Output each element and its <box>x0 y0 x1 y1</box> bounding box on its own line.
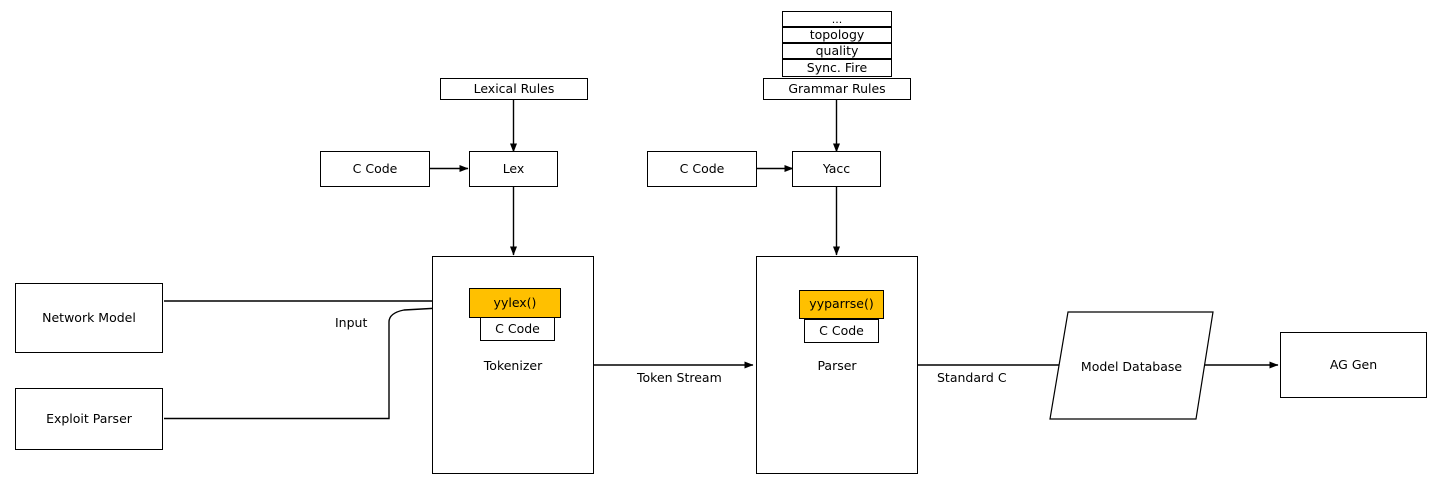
node-label: Network Model <box>42 309 136 325</box>
node-exploit-parser[interactable]: Exploit Parser <box>15 388 163 450</box>
grammar-stack-row-label: topology <box>809 26 865 42</box>
tokenizer-yylex-box[interactable]: yylex() <box>469 288 561 318</box>
edge-exploit-parser-to-yylex <box>164 303 467 420</box>
grammar-stack-row-label: quality <box>815 42 859 58</box>
grammar-stack-row-label: Sync. Fire <box>806 59 868 75</box>
node-label: C Code <box>352 160 398 176</box>
grammar-stack-row-sync-fire: Sync. Fire <box>782 59 892 77</box>
grammar-stack-row-ellipsis: ... <box>782 11 892 27</box>
node-c-code-lex[interactable]: C Code <box>320 151 430 187</box>
node-c-code-yacc[interactable]: C Code <box>647 151 757 187</box>
node-label: Exploit Parser <box>46 410 132 426</box>
edge-label-standard-c: Standard C <box>937 370 1007 385</box>
node-model-database[interactable]: Model Database <box>1050 312 1213 419</box>
grammar-stack-row-quality: quality <box>782 43 892 59</box>
node-lexical-rules[interactable]: Lexical Rules <box>440 78 588 100</box>
parser-label: Parser <box>817 358 857 373</box>
parser-c-code-box: C Code <box>804 319 879 343</box>
node-tokenizer[interactable]: C Code yylex() Tokenizer <box>432 256 594 474</box>
node-label: Lex <box>502 160 525 176</box>
node-label: C Code <box>679 160 725 176</box>
tokenizer-c-code-box: C Code <box>480 317 555 341</box>
grammar-stack-row-topology: topology <box>782 27 892 43</box>
accent-box-label: yylex() <box>493 294 537 310</box>
tokenizer-label: Tokenizer <box>483 358 543 373</box>
sub-box-label: C Code <box>495 320 540 336</box>
node-label: Grammar Rules <box>788 80 886 96</box>
node-grammar-rules[interactable]: Grammar Rules <box>763 78 911 100</box>
node-ag-gen[interactable]: AG Gen <box>1280 332 1427 398</box>
node-yacc[interactable]: Yacc <box>792 151 881 187</box>
node-network-model[interactable]: Network Model <box>15 283 163 353</box>
node-label: Yacc <box>822 160 851 176</box>
node-label: Lexical Rules <box>473 80 555 96</box>
accent-box-label: yyparrse() <box>809 296 874 312</box>
node-label: Model Database <box>1080 359 1183 374</box>
edge-label-token-stream: Token Stream <box>637 370 722 385</box>
node-label: AG Gen <box>1329 356 1378 372</box>
grammar-stack-row-label: ... <box>831 12 843 26</box>
parser-yyparse-box[interactable]: yyparrse() <box>799 290 884 319</box>
edge-label-input: Input <box>335 315 368 330</box>
node-lex[interactable]: Lex <box>469 151 558 187</box>
node-parser[interactable]: C Code yyparrse() Parser <box>756 256 918 474</box>
sub-box-label: C Code <box>819 322 864 338</box>
